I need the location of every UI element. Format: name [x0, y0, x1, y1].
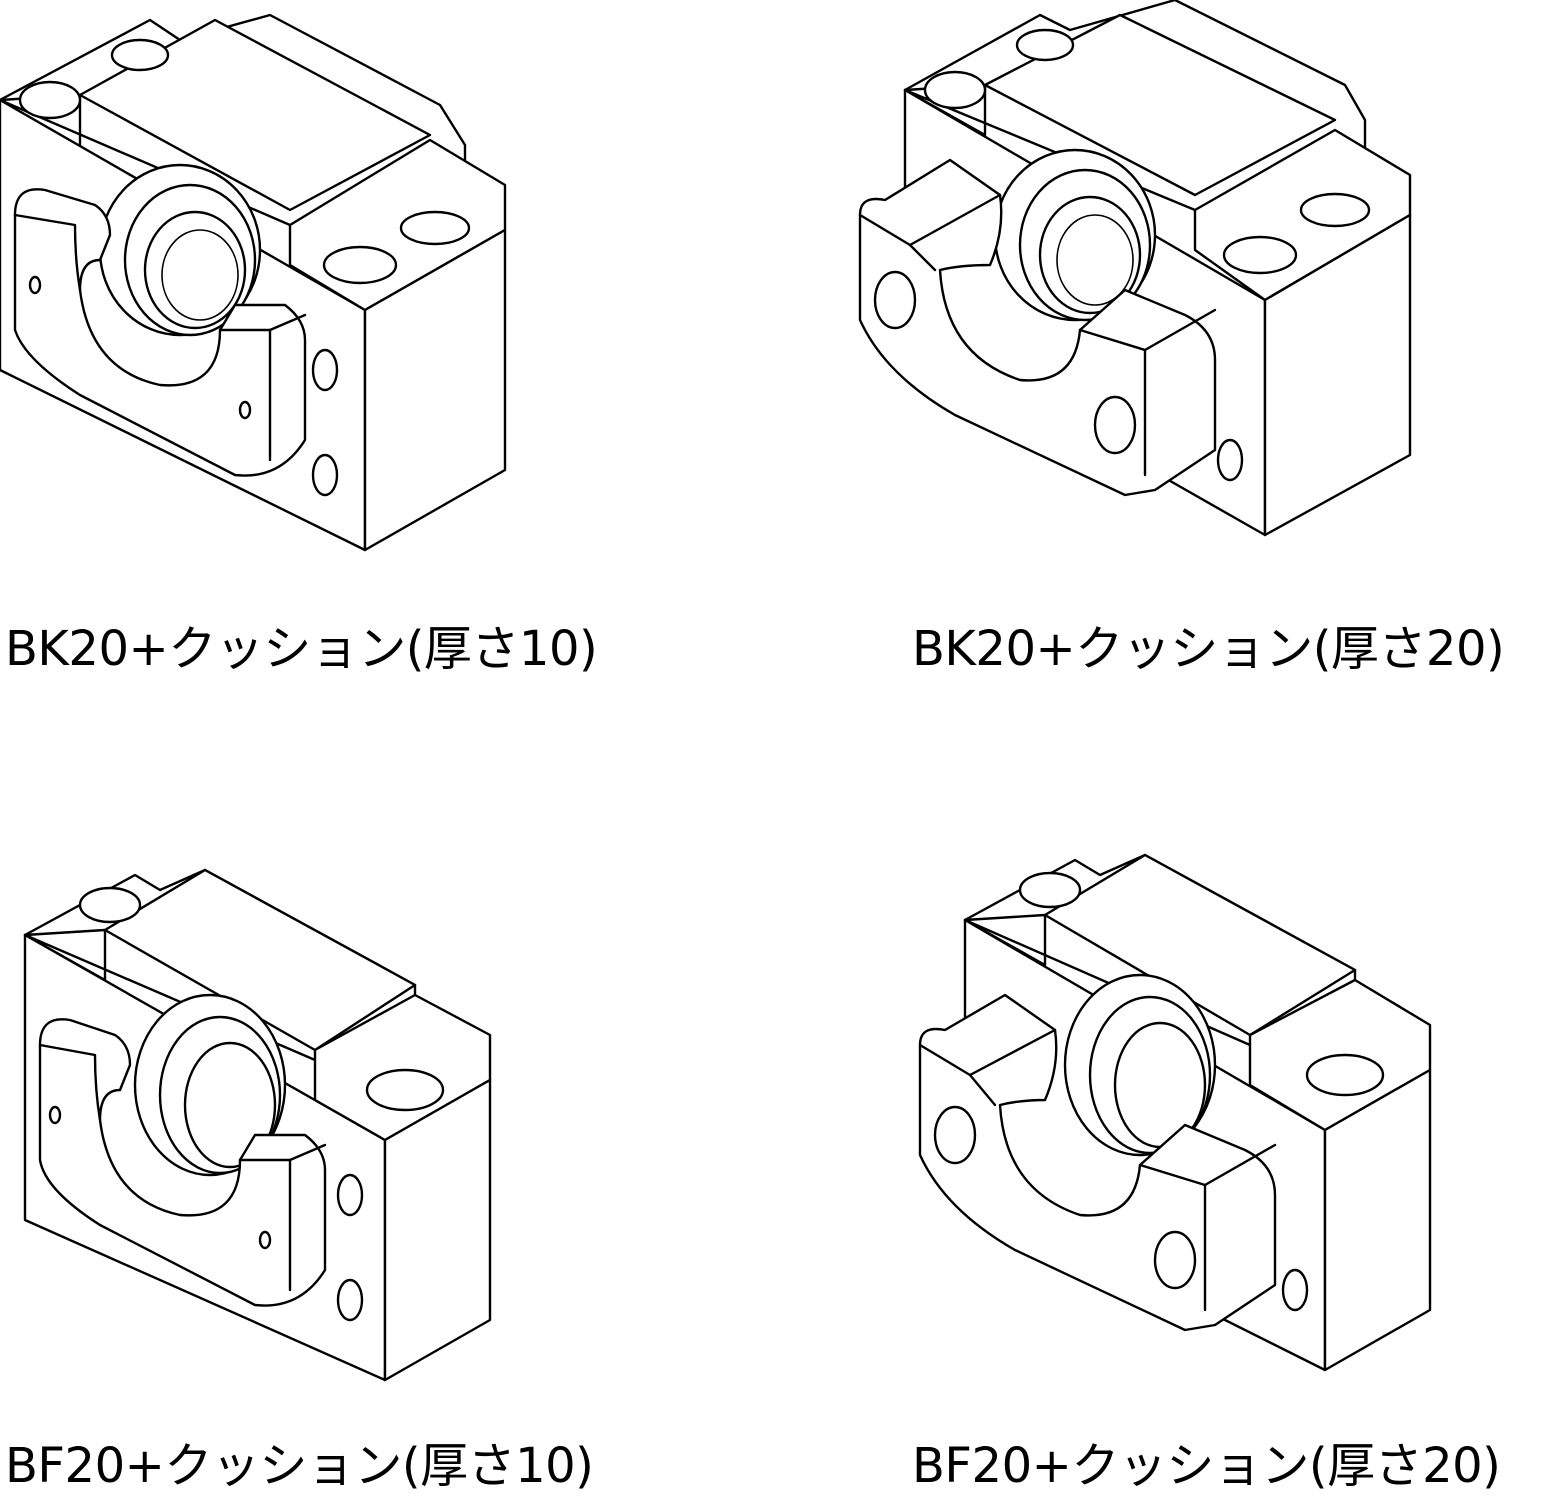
bk20-cushion-20-drawing: [858, 0, 1412, 537]
caption-bk20-20: BK20+クッション(厚さ20): [912, 621, 1505, 677]
caption-bf20-10: BF20+クッション(厚さ10): [5, 1438, 594, 1494]
panel-bk20-20: BK20+クッション(厚さ20): [855, 0, 1545, 700]
bf20-cushion-20-drawing: [918, 853, 1432, 1372]
panel-bf20-10: BF20+クッション(厚さ10): [0, 850, 700, 1501]
panel-bf20-20: BF20+クッション(厚さ20): [855, 850, 1545, 1501]
panel-bk20-10: BK20+クッション(厚さ10): [0, 0, 700, 700]
caption-bf20-20: BF20+クッション(厚さ20): [912, 1438, 1501, 1494]
caption-bk20-10: BK20+クッション(厚さ10): [5, 621, 598, 677]
bk20-cushion-10-drawing: [0, 13, 507, 552]
bf20-cushion-10-drawing: [23, 868, 492, 1382]
